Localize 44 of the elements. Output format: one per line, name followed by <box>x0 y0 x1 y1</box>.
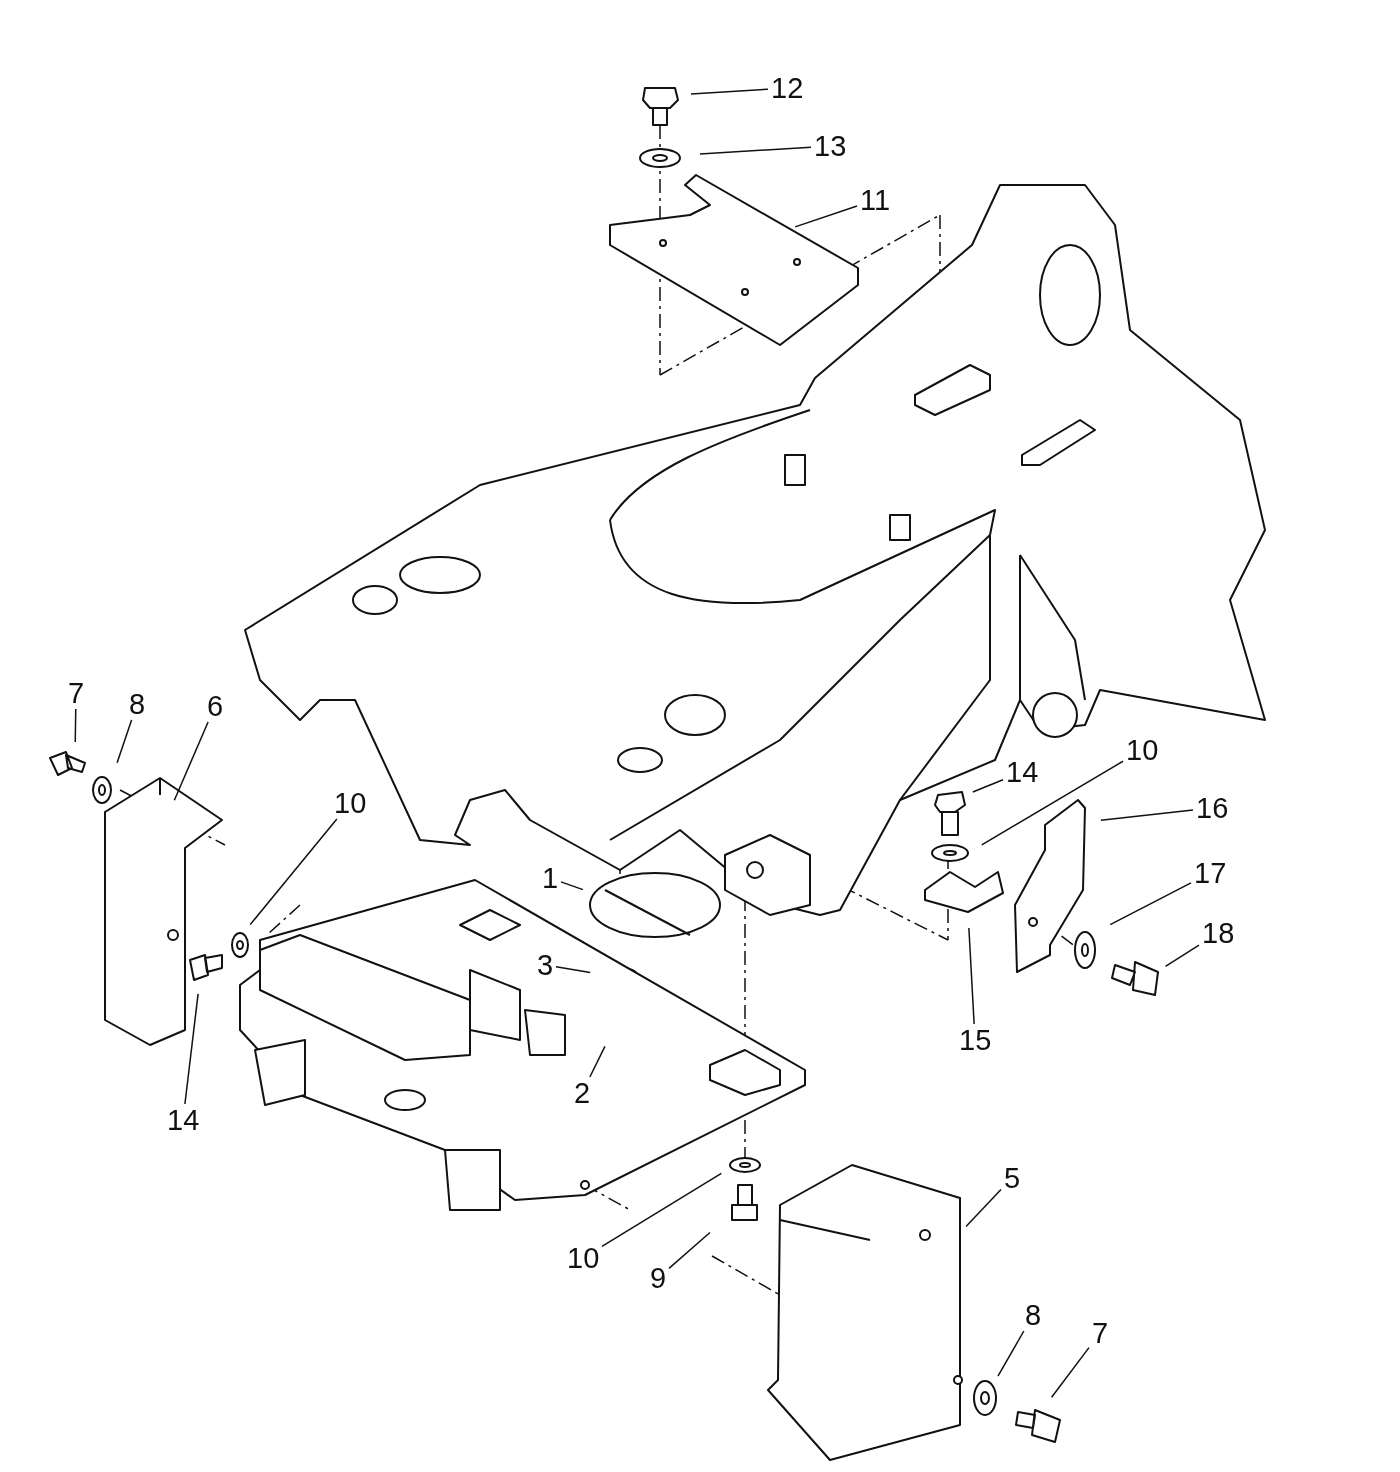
leader-line <box>1050 1346 1090 1398</box>
callout-number: 6 <box>207 690 224 722</box>
leader-line <box>668 1231 711 1270</box>
callout-number: 13 <box>814 130 847 162</box>
leader-line <box>981 760 1124 846</box>
callout-number: 14 <box>167 1104 200 1136</box>
callout-number: 2 <box>574 1077 591 1109</box>
callout-number: 9 <box>650 1262 667 1294</box>
callout-number: 7 <box>1092 1317 1109 1349</box>
leader-line <box>965 1188 1002 1228</box>
callout-number: 7 <box>68 677 85 709</box>
leader-line <box>249 818 338 926</box>
leader-line <box>1109 882 1192 926</box>
leader-line <box>1164 944 1200 968</box>
callout-number: 8 <box>129 688 146 720</box>
callout-number: 16 <box>1196 792 1229 824</box>
callout-number: 11 <box>860 184 891 216</box>
callout-number: 18 <box>1202 917 1235 949</box>
leader-line <box>116 719 133 764</box>
callout-number: 12 <box>771 72 804 104</box>
leader-line <box>74 708 77 743</box>
leader-line <box>1100 809 1194 821</box>
callout-number: 8 <box>1025 1299 1042 1331</box>
leader-line <box>555 966 591 974</box>
callout-number: 10 <box>1126 734 1159 766</box>
callout-number: 10 <box>334 787 367 819</box>
leader-line <box>184 993 199 1105</box>
leader-line <box>997 1330 1025 1377</box>
callout-number: 15 <box>959 1024 992 1056</box>
callout-number: 10 <box>567 1242 600 1274</box>
callout-number: 14 <box>1006 756 1039 788</box>
callout-number: 3 <box>537 949 554 981</box>
leader-line <box>794 205 858 228</box>
leader-line <box>589 1045 606 1078</box>
callout-number: 1 <box>542 862 559 894</box>
leader-line <box>560 881 584 891</box>
leader-line <box>968 927 975 1025</box>
leader-line <box>173 721 209 802</box>
callout-number: 5 <box>1004 1162 1021 1194</box>
leader-line <box>699 146 812 155</box>
callout-number: 17 <box>1194 857 1227 889</box>
leader-line <box>601 1172 723 1248</box>
leader-line <box>690 88 769 95</box>
leader-line <box>972 778 1004 793</box>
